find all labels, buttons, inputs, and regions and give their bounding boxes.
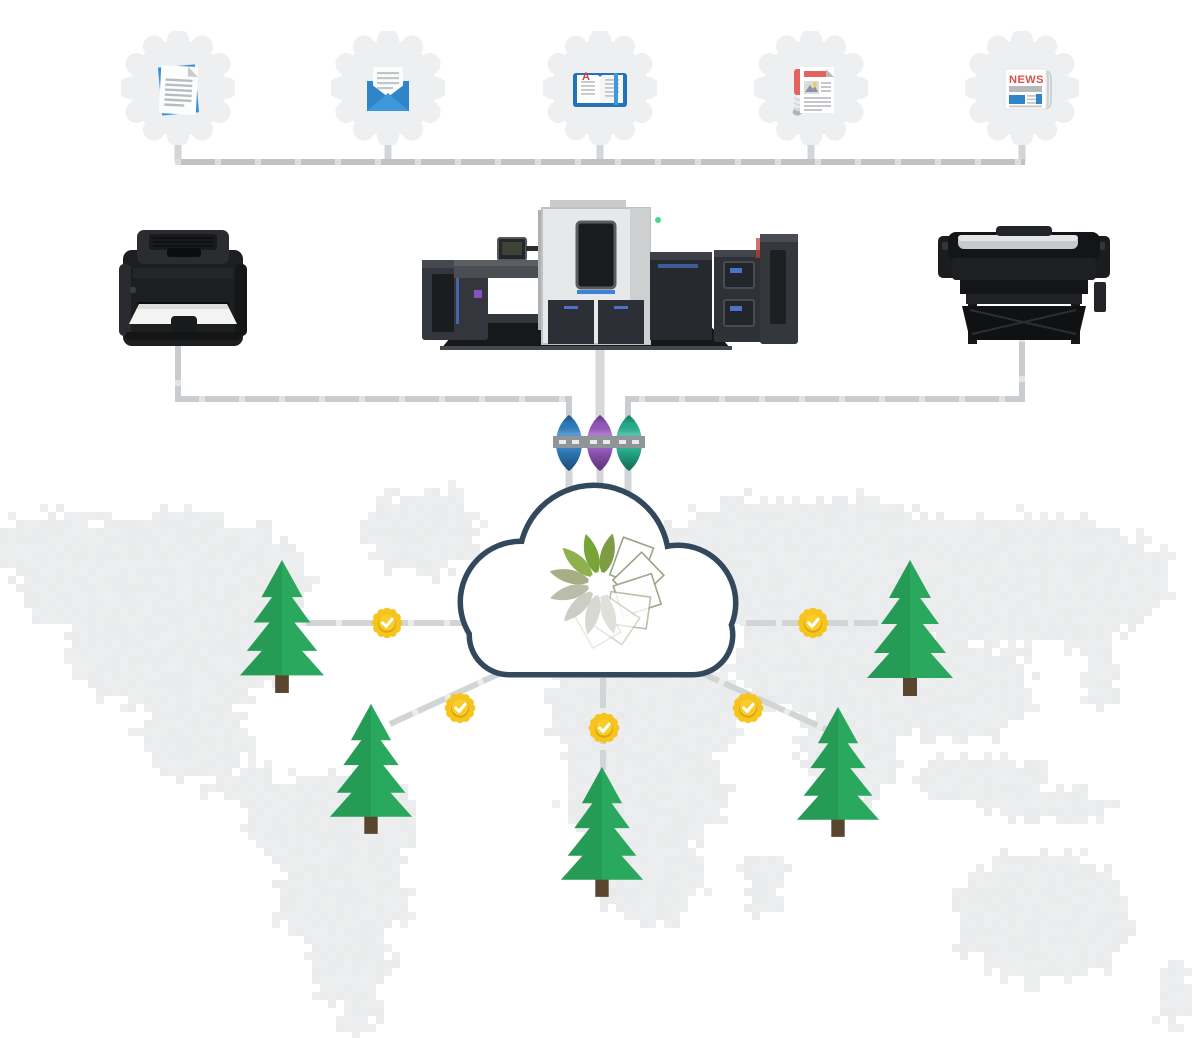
data-stream-blue — [553, 415, 585, 471]
leaf-fan — [549, 533, 617, 635]
source-icon-document — [121, 31, 235, 145]
leaf-pinwheel-logo — [549, 533, 665, 650]
source-icon-newspaper: NEWS — [965, 31, 1079, 145]
verified-badge — [731, 691, 765, 725]
cloud — [450, 478, 750, 688]
verified-badge — [796, 606, 830, 640]
book-letter: A — [582, 71, 590, 83]
desktop-laser-printer — [115, 224, 251, 350]
source-icon-email — [331, 31, 445, 145]
book-icon: A — [573, 71, 627, 107]
digital-production-press — [408, 198, 798, 354]
scalloped-circle — [754, 31, 868, 145]
paper-fan — [571, 536, 665, 650]
magazine-icon — [792, 67, 834, 116]
email-icon — [367, 67, 409, 111]
data-streams — [540, 408, 660, 480]
verified-badge — [443, 691, 477, 725]
source-icon-magazine — [754, 31, 868, 145]
data-stream-purple — [584, 415, 616, 471]
news-headline: NEWS — [1009, 74, 1044, 86]
large-format-plotter — [936, 222, 1112, 346]
source-icon-book: A — [543, 31, 657, 145]
data-stream-teal — [613, 415, 645, 471]
document-icon — [157, 64, 200, 116]
newspaper-icon: NEWS — [1004, 68, 1052, 110]
verified-badge — [587, 711, 621, 745]
scalloped-circle — [121, 31, 235, 145]
verified-badge — [370, 606, 404, 640]
